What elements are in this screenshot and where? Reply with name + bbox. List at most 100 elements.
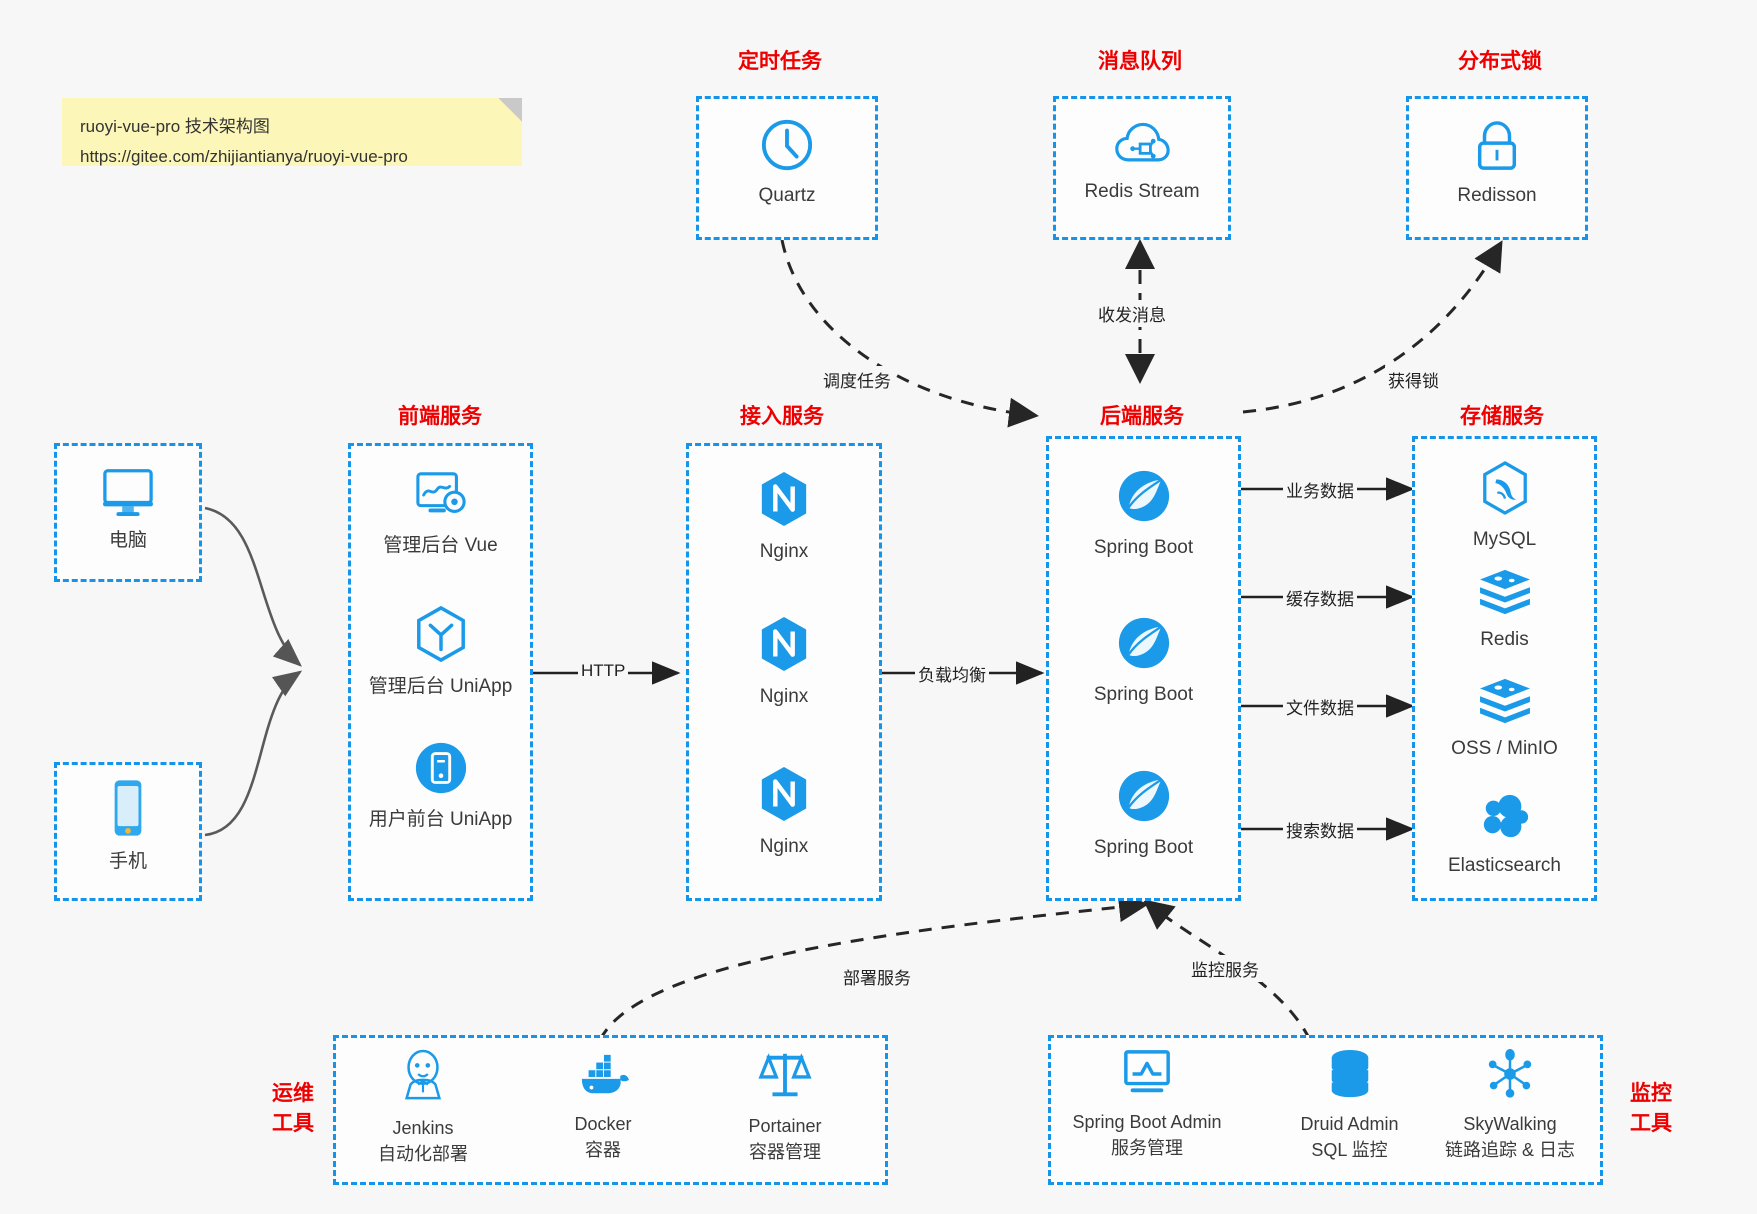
node-spring-boot-admin[interactable]: Spring Boot Admin 服务管理 xyxy=(1052,1048,1242,1161)
node-label: OSS / MinIO xyxy=(1451,738,1558,759)
section-title-message-queue: 消息队列 xyxy=(1098,50,1182,73)
node-label: Spring Boot xyxy=(1093,684,1194,705)
section-title-devops-tools: 运维 工具 xyxy=(258,1079,328,1139)
node-label: MySQL xyxy=(1472,529,1537,550)
cloud-stream-icon xyxy=(1114,120,1170,173)
node-label: 管理后台 Vue xyxy=(383,535,498,556)
node-subtitle: SQL 监控 xyxy=(1311,1140,1388,1160)
edge-label-business-data: 业务数据 xyxy=(1283,476,1357,503)
node-subtitle: 链路追踪 & 日志 xyxy=(1444,1140,1575,1160)
mysql-dolphin-icon xyxy=(1479,460,1531,521)
mobile-circle-icon xyxy=(413,740,469,801)
spring-leaf-icon xyxy=(1116,615,1172,676)
node-druid-admin[interactable]: Druid Admin SQL 监控 xyxy=(1262,1048,1437,1163)
node-portainer[interactable]: Portainer 容器管理 xyxy=(700,1048,870,1165)
node-nginx-1[interactable]: Nginx xyxy=(686,470,882,565)
node-label: Nginx xyxy=(759,541,809,562)
node-nginx-2[interactable]: Nginx xyxy=(686,615,882,710)
node-spring-boot-3[interactable]: Spring Boot xyxy=(1046,768,1241,861)
skywalking-node-icon xyxy=(1484,1048,1536,1105)
node-subtitle: 自动化部署 xyxy=(378,1144,468,1164)
jenkins-butler-icon xyxy=(397,1048,449,1109)
edge-label-cache-data: 缓存数据 xyxy=(1283,584,1357,611)
edge-label-load-balance: 负载均衡 xyxy=(915,660,989,687)
edge-label-file-data: 文件数据 xyxy=(1283,693,1357,720)
node-computer[interactable]: 电脑 xyxy=(54,465,202,554)
group-message-queue xyxy=(1053,96,1231,240)
node-quartz[interactable]: Quartz xyxy=(696,118,878,209)
devops-title-line-1: 运维 xyxy=(272,1082,314,1105)
node-redis-stream[interactable]: Redis Stream xyxy=(1053,120,1231,205)
node-label: Nginx xyxy=(759,686,809,707)
dashboard-gear-icon xyxy=(413,470,469,527)
monitor-title-line-1: 监控 xyxy=(1630,1082,1672,1105)
node-spring-boot-2[interactable]: Spring Boot xyxy=(1046,615,1241,708)
node-spring-boot-1[interactable]: Spring Boot xyxy=(1046,468,1241,561)
node-title: Spring Boot Admin xyxy=(1072,1112,1222,1132)
database-icon xyxy=(1325,1048,1375,1105)
note-line-2: https://gitee.com/zhijiantianya/ruoyi-vu… xyxy=(80,147,408,166)
edge-label-monitor-service: 监控服务 xyxy=(1188,955,1262,982)
section-title-access-service: 接入服务 xyxy=(740,405,824,428)
node-title: Druid Admin xyxy=(1300,1114,1399,1134)
oss-stack-icon xyxy=(1477,677,1533,730)
lock-icon xyxy=(1472,120,1522,177)
node-nginx-3[interactable]: Nginx xyxy=(686,765,882,860)
node-redis[interactable]: Redis xyxy=(1412,568,1597,653)
redis-stack-icon xyxy=(1477,568,1533,621)
devops-title-line-2: 工具 xyxy=(272,1112,314,1135)
node-label: 用户前台 UniApp xyxy=(368,809,513,830)
section-title-storage-service: 存储服务 xyxy=(1460,405,1544,428)
nginx-icon xyxy=(757,765,811,828)
section-title-frontend-service: 前端服务 xyxy=(398,405,482,428)
mobile-phone-icon xyxy=(107,778,149,843)
uniapp-hexagon-icon xyxy=(413,605,469,668)
node-label: Redis Stream xyxy=(1084,181,1200,202)
node-subtitle: 容器 xyxy=(585,1140,621,1160)
node-title: SkyWalking xyxy=(1463,1114,1557,1134)
node-oss-minio[interactable]: OSS / MinIO xyxy=(1412,677,1597,762)
docker-whale-icon xyxy=(574,1052,632,1105)
node-title: Docker xyxy=(574,1114,632,1134)
node-skywalking[interactable]: SkyWalking 链路追踪 & 日志 xyxy=(1420,1048,1600,1163)
edge-label-search-data: 搜索数据 xyxy=(1283,816,1357,843)
node-subtitle: 容器管理 xyxy=(749,1142,821,1162)
diagram-note: ruoyi-vue-pro 技术架构图 https://gitee.com/zh… xyxy=(62,98,522,166)
node-user-uniapp[interactable]: 用户前台 UniApp xyxy=(348,740,533,833)
monitor-chart-icon xyxy=(1120,1048,1174,1103)
nginx-icon xyxy=(757,615,811,678)
elasticsearch-icon xyxy=(1478,790,1532,847)
node-label: Redisson xyxy=(1457,185,1537,206)
node-label: Elasticsearch xyxy=(1448,855,1561,876)
node-elasticsearch[interactable]: Elasticsearch xyxy=(1412,790,1597,879)
edge-label-http: HTTP xyxy=(578,660,629,682)
edge-label-deploy-service: 部署服务 xyxy=(840,963,914,990)
node-admin-vue[interactable]: 管理后台 Vue xyxy=(348,470,533,559)
section-title-distributed-lock: 分布式锁 xyxy=(1458,50,1542,73)
nginx-icon xyxy=(757,470,811,533)
note-line-1: ruoyi-vue-pro 技术架构图 xyxy=(80,117,270,136)
node-label: Nginx xyxy=(759,836,809,857)
node-jenkins[interactable]: Jenkins 自动化部署 xyxy=(338,1048,508,1167)
desktop-monitor-icon xyxy=(99,465,157,522)
spring-leaf-icon xyxy=(1116,768,1172,829)
node-docker[interactable]: Docker 容器 xyxy=(518,1052,688,1163)
node-label: Quartz xyxy=(758,185,816,206)
section-title-backend-service: 后端服务 xyxy=(1100,405,1184,428)
node-subtitle: 服务管理 xyxy=(1111,1138,1183,1158)
node-phone[interactable]: 手机 xyxy=(54,778,202,875)
node-mysql[interactable]: MySQL xyxy=(1412,460,1597,553)
edge-label-send-receive-message: 收发消息 xyxy=(1095,300,1169,327)
note-fold-corner xyxy=(498,98,522,122)
node-admin-uniapp[interactable]: 管理后台 UniApp xyxy=(348,605,533,700)
node-label: 电脑 xyxy=(108,530,147,551)
node-label: Spring Boot xyxy=(1093,537,1194,558)
node-title: Jenkins xyxy=(392,1118,454,1138)
portainer-scale-icon xyxy=(757,1048,813,1107)
node-redisson[interactable]: Redisson xyxy=(1406,120,1588,209)
spring-leaf-icon xyxy=(1116,468,1172,529)
node-label: Redis xyxy=(1480,629,1529,650)
section-title-scheduled-task: 定时任务 xyxy=(738,50,822,73)
clock-icon xyxy=(760,118,814,177)
